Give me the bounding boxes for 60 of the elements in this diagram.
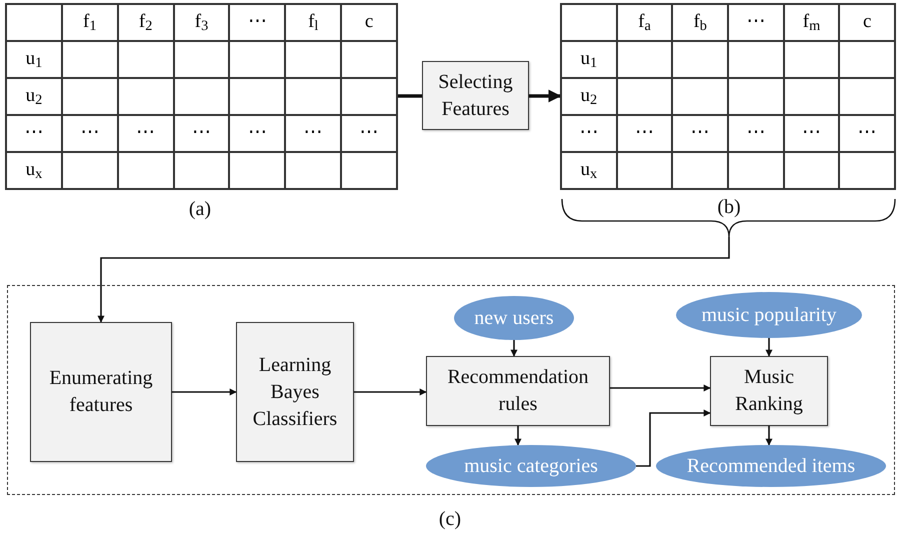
table-cell: u$_{x}$ <box>6 152 62 189</box>
table-cell: ⋯ <box>728 4 784 41</box>
table-cell: ⋯ <box>839 115 895 152</box>
arrow <box>514 426 522 446</box>
dashed-frame <box>7 285 895 495</box>
table-cell: ⋯ <box>561 115 617 152</box>
box-label: Learning Bayes Classifiers <box>252 352 338 432</box>
table-cell: f$_{b}$ <box>672 4 728 41</box>
process-box <box>426 356 610 426</box>
table-cell: f$_{2}$ <box>118 4 174 41</box>
table-cell: ⋯ <box>672 115 728 152</box>
table-cell: u$_{2}$ <box>561 78 617 115</box>
table-cell: ⋯ <box>174 115 230 152</box>
arrow <box>510 340 518 357</box>
arrow <box>766 426 772 446</box>
ellipse-label: new users <box>474 306 554 330</box>
process-box <box>236 322 354 462</box>
box-label: Selecting Features <box>437 70 514 122</box>
data-table <box>560 3 896 190</box>
box-label: Music Ranking <box>734 365 804 417</box>
box-label: Enumerating features <box>48 366 154 418</box>
table-cell: ⋯ <box>62 115 118 152</box>
arrow <box>636 410 711 467</box>
arrow <box>610 384 711 392</box>
table-cell: u$_{1}$ <box>6 41 62 78</box>
table-cell: c <box>839 4 895 41</box>
panel-caption: (a) <box>188 197 212 221</box>
table-cell: ⋯ <box>341 115 397 152</box>
table-cell: u$_{x}$ <box>561 152 617 189</box>
table-cell: f$_{a}$ <box>616 4 672 41</box>
panel-caption: (c) <box>438 507 462 531</box>
arrow <box>172 388 237 396</box>
arrow <box>98 237 730 323</box>
process-box <box>422 61 529 130</box>
table-cell: ⋯ <box>784 115 840 152</box>
table-cell: ⋯ <box>229 4 286 41</box>
process-box <box>710 356 828 426</box>
table-cell: ⋯ <box>6 115 62 152</box>
table-cell: u$_{1}$ <box>561 41 617 78</box>
table-cell: ⋯ <box>229 115 286 152</box>
data-table <box>5 3 398 190</box>
table-cell: f$_{3}$ <box>174 4 230 41</box>
table-cell: c <box>341 4 397 41</box>
process-box <box>30 322 172 462</box>
arrow <box>766 338 772 357</box>
table-cell: f$_{l}$ <box>285 4 342 41</box>
panel-caption: (b) <box>716 195 742 219</box>
table-cell: f$_{m}$ <box>784 4 840 41</box>
arrow <box>529 90 562 102</box>
ellipse-label: music popularity <box>702 302 836 328</box>
ellipse-label: music categories <box>464 454 598 478</box>
ellipse-label: Recommended items <box>686 454 856 478</box>
table-cell: ⋯ <box>118 115 174 152</box>
table-cell: ⋯ <box>285 115 342 152</box>
table-cell: u$_{2}$ <box>6 78 62 115</box>
table-cell: ⋯ <box>616 115 672 152</box>
table-cell: f$_{1}$ <box>62 4 118 41</box>
table-cell: ⋯ <box>728 115 784 152</box>
arrow <box>354 388 427 396</box>
box-label: Recommendation rules <box>446 365 590 417</box>
